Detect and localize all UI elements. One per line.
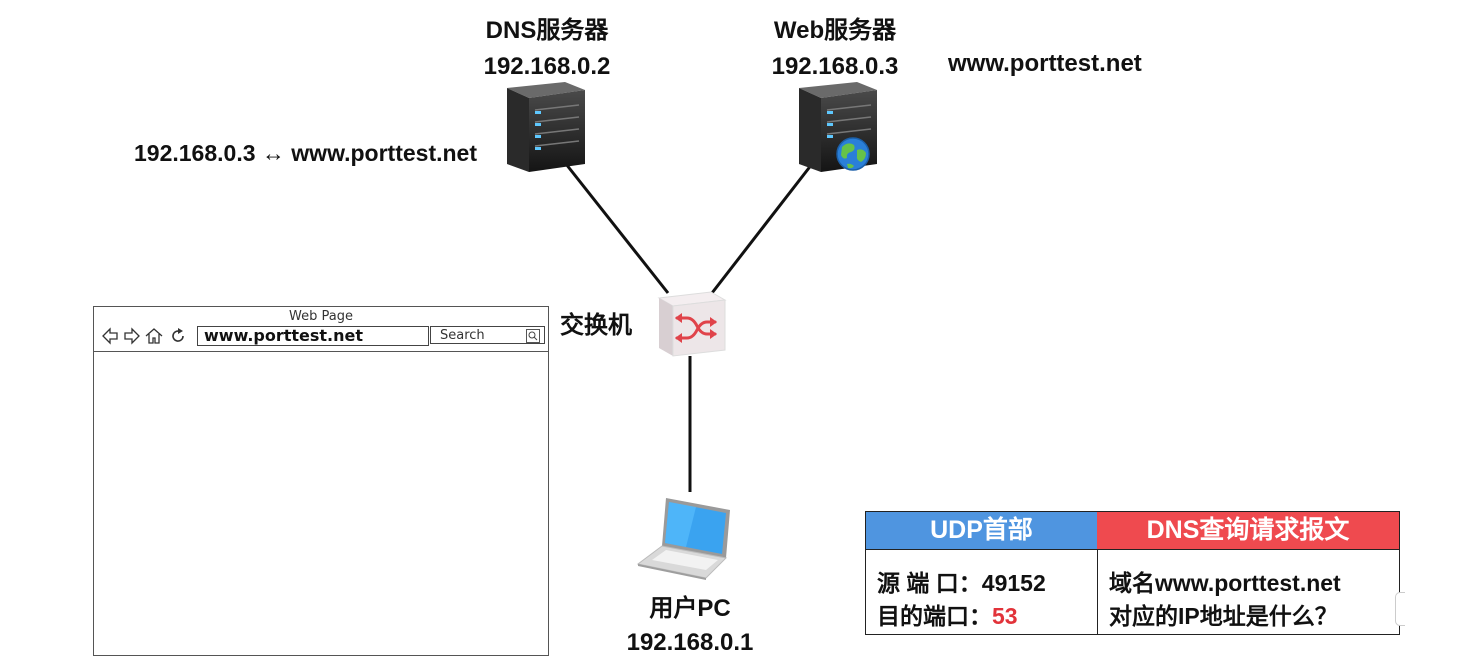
search-input[interactable]: Search [430, 326, 545, 344]
refresh-icon[interactable] [168, 326, 188, 346]
browser-toolbar: www.porttest.net Search [94, 325, 548, 352]
dns-server-name: DNS服务器 [485, 17, 609, 44]
switch-label: 交换机 [560, 312, 632, 339]
dns-query-title: DNS查询请求报文 [1097, 512, 1399, 549]
packet-divider [866, 549, 1399, 550]
user-pc-name: 用户PC [649, 595, 731, 622]
link-web-switch [710, 163, 814, 294]
web-server-icon[interactable] [795, 80, 879, 175]
src-port-value: 49152 [981, 570, 1046, 596]
search-icon[interactable] [526, 329, 540, 343]
dns-record-label: 192.168.0.3 ↔ www.porttest.net [134, 140, 477, 166]
back-icon[interactable] [100, 326, 120, 346]
dst-port-row: 目的端口：53 [877, 597, 1018, 631]
query-line-2: 对应的IP地址是什么？ [1109, 603, 1338, 629]
search-placeholder: Search [440, 328, 485, 343]
udp-header-title: UDP首部 [866, 512, 1098, 549]
forward-icon[interactable] [122, 326, 142, 346]
src-port-row: 源 端 口：49152 [877, 564, 1046, 598]
src-port-label: 源 端 口： [877, 570, 982, 596]
web-server-domain: www.porttest.net [948, 50, 1142, 77]
link-dns-switch [564, 163, 670, 294]
url-input[interactable]: www.porttest.net [197, 326, 429, 346]
web-server-name: Web服务器 [773, 17, 897, 44]
side-handle[interactable] [1395, 592, 1405, 626]
browser-title: Web Page [289, 309, 353, 324]
home-icon[interactable] [144, 326, 164, 346]
dns-server-icon[interactable] [503, 80, 587, 175]
globe-icon [836, 137, 870, 171]
packet-column-divider [1097, 549, 1098, 634]
switch-icon[interactable] [655, 288, 727, 358]
dns-query-packet: UDP首部 DNS查询请求报文 源 端 口：49152 目的端口：53 域名ww… [865, 511, 1400, 635]
browser-window: Web Page www.porttest.net Search [93, 306, 549, 656]
dns-server-ip: 192.168.0.2 [483, 53, 611, 80]
laptop-icon[interactable] [636, 494, 732, 580]
web-server-ip: 192.168.0.3 [771, 53, 899, 80]
user-pc-ip: 192.168.0.1 [626, 629, 754, 656]
dst-port-value: 53 [992, 603, 1018, 629]
query-line-1: 域名www.porttest.net [1109, 570, 1341, 596]
dst-port-label: 目的端口： [877, 603, 992, 629]
